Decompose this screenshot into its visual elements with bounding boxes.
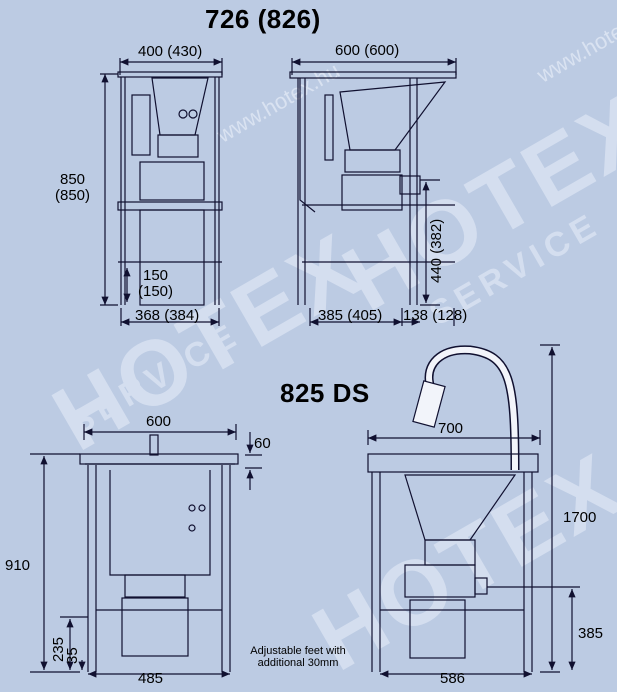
bottom-left-view: [30, 424, 262, 678]
dim-outlet-bottom-right: 385: [578, 625, 604, 642]
dim-base-top-left: 368 (384): [135, 307, 200, 324]
dim-base-a: 385 (405): [318, 307, 383, 324]
title-bottom: 825 DS: [280, 378, 370, 408]
feet-note: Adjustable feet with additional 30mm: [250, 645, 346, 669]
dim-height-top-left-alt: (850): [55, 187, 91, 204]
dim-outlet-top-right: 440 (382): [428, 218, 445, 283]
dim-feet: 150: [143, 267, 169, 284]
dim-width-top-right: 600 (600): [335, 42, 400, 59]
top-left-view: [100, 58, 223, 326]
dim-width-top-left: 400 (430): [138, 43, 203, 60]
top-right-view: [289, 58, 457, 326]
dim-base-b: 138 (128): [403, 307, 468, 324]
dim-height-top-left: 850: [60, 171, 86, 188]
bottom-right-view: [367, 344, 580, 678]
dim-base-bottom-left: 485: [138, 670, 164, 687]
dim-35: 35: [64, 647, 81, 664]
dim-width-bottom-right: 700: [438, 420, 464, 437]
dim-width-bottom-left: 600: [146, 413, 172, 430]
dim-feet-alt: (150): [138, 283, 174, 300]
dim-height-bottom-left: 910: [5, 557, 31, 574]
title-top: 726 (826): [205, 4, 321, 34]
dim-base-bottom-right: 586: [440, 670, 466, 687]
dim-faucet-height: 1700: [563, 509, 597, 526]
dim-rim: 60: [254, 435, 271, 452]
